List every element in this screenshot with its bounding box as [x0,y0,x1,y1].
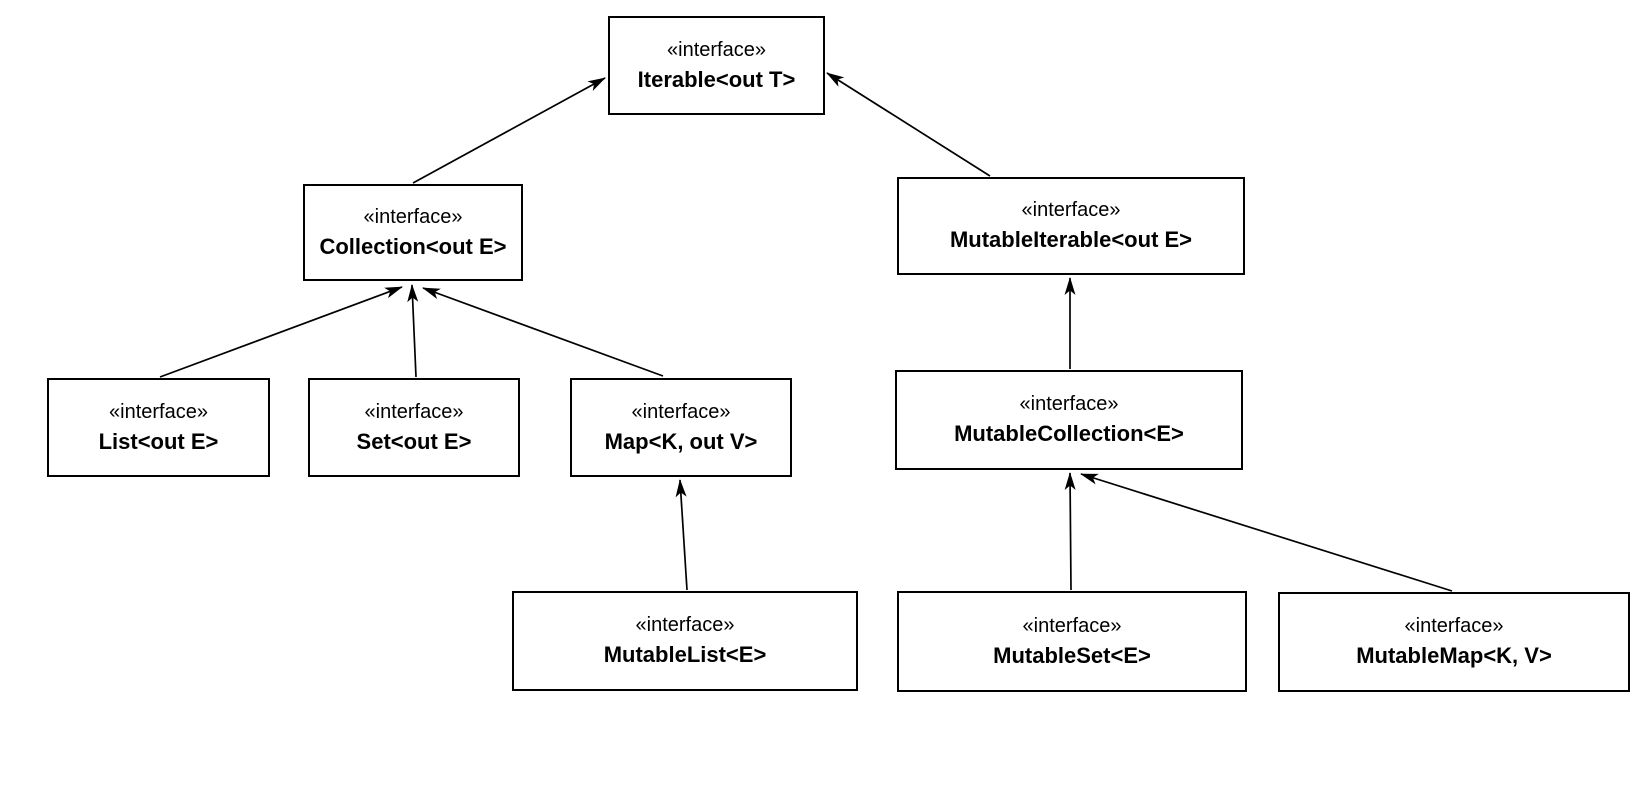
edge-mutableiterable-to-iterable[interactable] [826,72,991,177]
edge-mutableset-to-mutablecollection[interactable] [1064,472,1076,591]
node-mutable-iterable[interactable]: «interface» MutableIterable<out E> [897,177,1245,275]
stereotype-label: «interface» [1404,615,1504,638]
stereotype-label: «interface» [1019,393,1119,416]
edge-mutablelist-to-map[interactable] [675,479,688,591]
stereotype-label: «interface» [635,614,735,637]
interface-name: MutableMap<K, V> [1356,643,1552,669]
node-map[interactable]: «interface» Map<K, out V> [570,378,792,477]
node-mutable-list[interactable]: «interface» MutableList<E> [512,591,858,691]
edge-set-to-collection[interactable] [407,284,419,378]
interface-name: MutableSet<E> [993,642,1151,668]
stereotype-label: «interface» [1022,614,1122,637]
interface-name: MutableList<E> [603,642,767,668]
node-mutable-set[interactable]: «interface» MutableSet<E> [897,591,1247,692]
interface-name: Collection<out E> [319,233,507,259]
edge-collection-to-iterable[interactable] [412,77,606,184]
stereotype-label: «interface» [1021,199,1121,222]
interface-name: Map<K, out V> [604,428,758,454]
node-collection[interactable]: «interface» Collection<out E> [303,184,523,281]
interface-name: MutableCollection<E> [954,421,1184,447]
edge-list-to-collection[interactable] [159,286,403,378]
stereotype-label: «interface» [631,400,731,423]
interface-name: List<out E> [98,428,219,454]
stereotype-label: «interface» [363,205,463,228]
node-list[interactable]: «interface» List<out E> [47,378,270,477]
node-mutable-collection[interactable]: «interface» MutableCollection<E> [895,370,1243,470]
node-set[interactable]: «interface» Set<out E> [308,378,520,477]
stereotype-label: «interface» [364,400,464,423]
edge-mutablemap-to-mutablecollection[interactable] [1080,473,1453,592]
stereotype-label: «interface» [109,400,208,423]
node-iterable[interactable]: «interface» Iterable<out T> [608,16,825,115]
interface-name: Set<out E> [356,428,472,454]
interface-name: Iterable<out T> [637,66,796,92]
interface-name: MutableIterable<out E> [949,227,1193,253]
stereotype-label: «interface» [667,38,766,61]
edge-map-to-collection[interactable] [422,287,664,377]
node-mutable-map[interactable]: «interface» MutableMap<K, V> [1278,592,1630,692]
